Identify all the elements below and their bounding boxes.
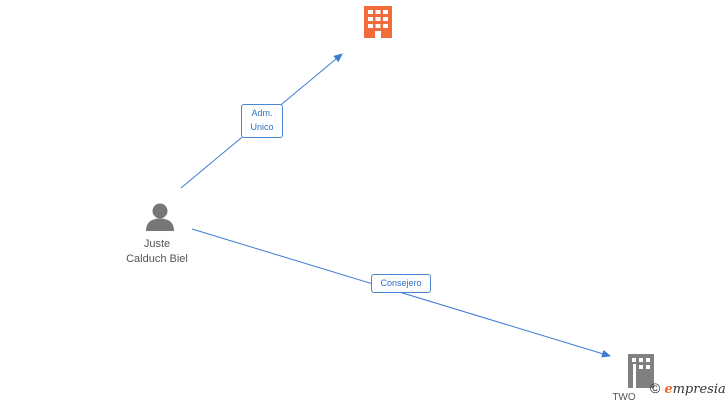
building-icon[interactable] xyxy=(364,6,392,38)
edge-label-line2: Unico xyxy=(250,122,274,132)
brand-logo-e: e xyxy=(664,382,673,397)
brand-logo-text: mpresia xyxy=(672,382,726,397)
person-name-line1: Juste xyxy=(143,238,171,250)
edge-label-line1: Adm. xyxy=(251,108,273,118)
building-icon[interactable] xyxy=(628,354,654,388)
person-icon[interactable] xyxy=(146,203,174,232)
edge-label-text: Consejero xyxy=(380,278,422,288)
company-name-text: TWO xyxy=(612,392,636,403)
person-name-line2: Calduch Biel xyxy=(126,253,188,265)
edge-label-consejero[interactable]: Consejero xyxy=(371,274,431,293)
person-name[interactable]: Juste Calduch Biel xyxy=(107,237,207,267)
empresia-watermark: ©empresia xyxy=(650,380,726,397)
copyright-symbol: © xyxy=(650,380,661,396)
company-name[interactable]: TWO xyxy=(604,392,644,404)
edge-label-adm-unico[interactable]: Adm. Unico xyxy=(241,104,283,138)
